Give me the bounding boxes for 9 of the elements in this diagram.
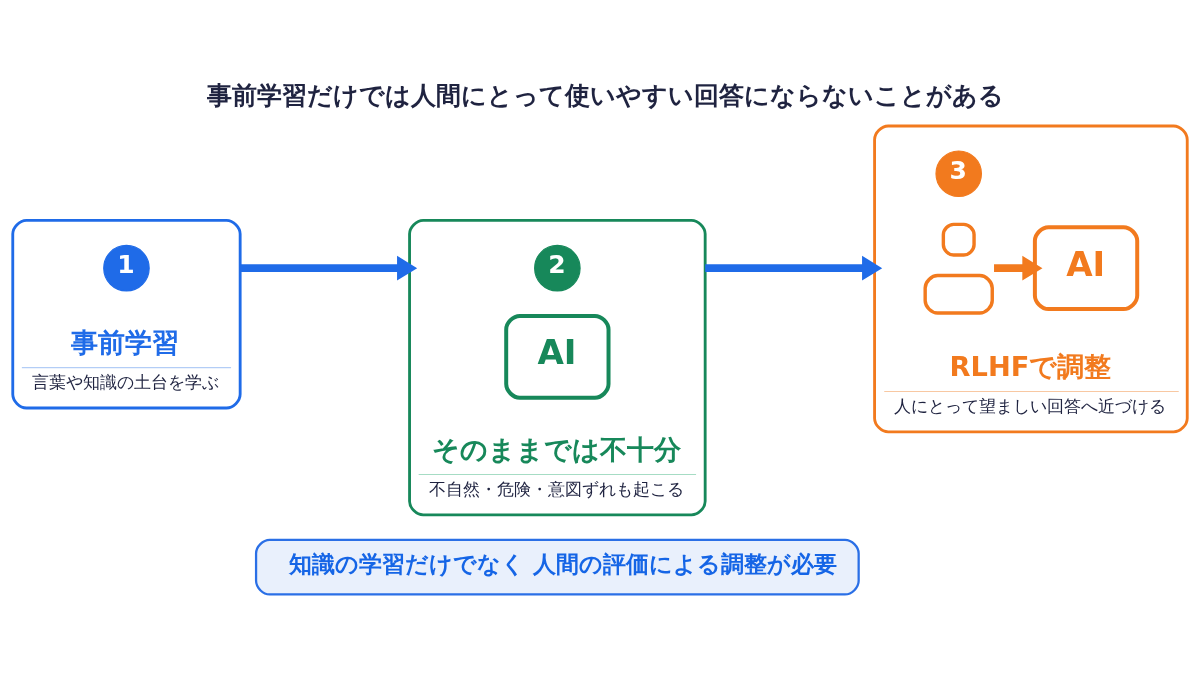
node-box: 知識の学習だけでなく 人間の評価による調整が必要 (254, 538, 860, 596)
node-box: AI (504, 313, 611, 400)
arrow (705, 255, 883, 281)
node-circle: 1 (103, 244, 150, 292)
arrow (240, 255, 418, 281)
node-box: AI (1032, 225, 1140, 312)
node-circle: 2 (534, 244, 581, 292)
node-circle: 3 (935, 150, 983, 198)
diagram-title: 事前学習だけでは人間にとって使いやすい回答にならないことがある (207, 80, 1005, 110)
